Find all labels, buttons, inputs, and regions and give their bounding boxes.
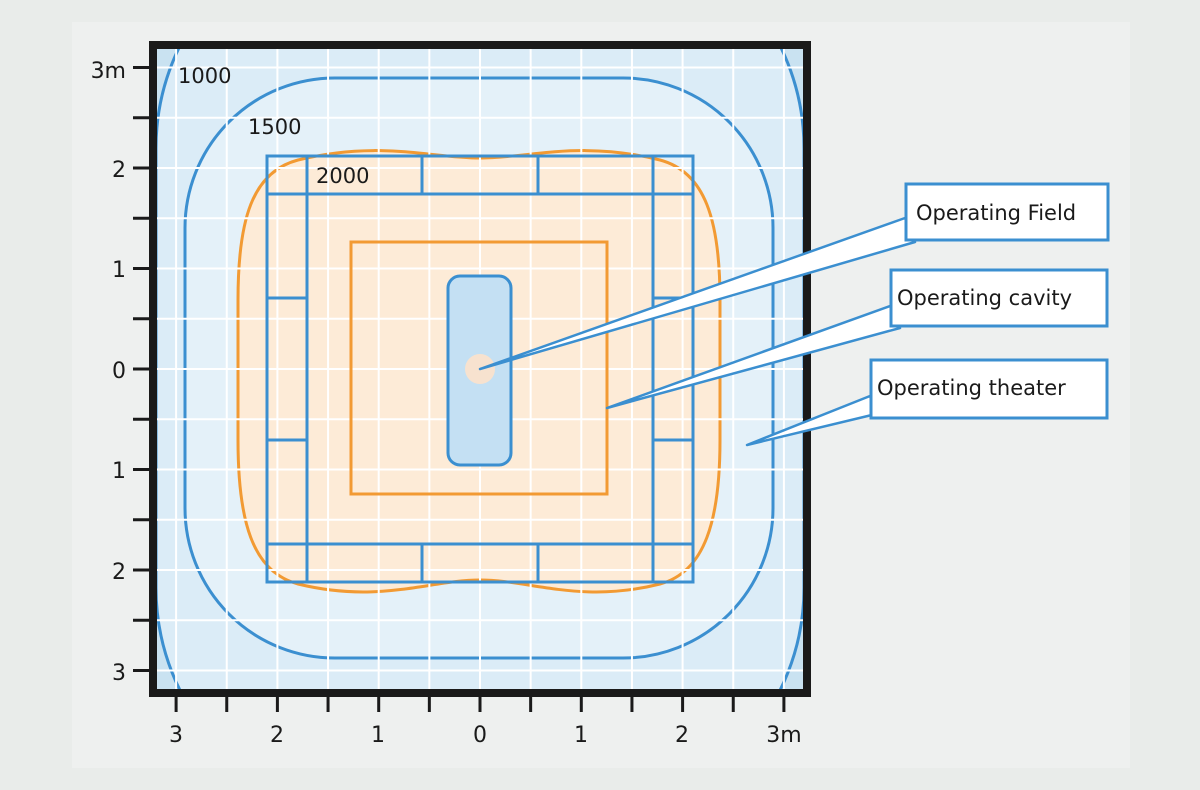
x-tick-label: 0 [473, 723, 487, 748]
callout-box [889, 268, 1109, 328]
callout-box [869, 358, 1109, 420]
callout-operating-theater: Operating theater [869, 358, 1109, 420]
x-tick-label: 3m [766, 723, 801, 748]
callout-label: Operating cavity [897, 286, 1072, 310]
x-tick-label: 1 [371, 723, 385, 748]
x-tick-label: 2 [675, 723, 689, 748]
y-tick-label: 1 [112, 459, 126, 484]
callout-operating-field: Operating Field [904, 182, 1110, 242]
x-tick-label: 2 [270, 723, 284, 748]
y-tick-label: 2 [112, 158, 126, 183]
plot-frame [149, 41, 811, 697]
x-tick-label: 1 [574, 723, 588, 748]
axis-ticks [133, 66, 786, 712]
y-axis: 3m 2 1 0 1 2 3 [91, 59, 126, 686]
y-tick-label: 3m [91, 59, 126, 84]
x-tick-label: 3 [169, 723, 183, 748]
callout-label: Operating Field [916, 201, 1076, 225]
callout-label: Operating theater [877, 376, 1066, 400]
isoline-label-1000: 1000 [178, 64, 231, 88]
y-tick-label: 0 [112, 359, 126, 384]
ceiling-outer-frame [265, 154, 695, 584]
isoline-label-2000: 2000 [316, 164, 369, 188]
y-tick-label: 2 [112, 560, 126, 585]
isoline-label-1500: 1500 [248, 115, 301, 139]
callout-box [904, 182, 1110, 242]
callout-operating-cavity: Operating cavity [889, 268, 1109, 328]
operating-cavity-outline [349, 240, 609, 496]
y-tick-label: 1 [112, 258, 126, 283]
ceiling-panels [265, 154, 695, 584]
x-axis: 3 2 1 0 1 2 3m [169, 723, 802, 748]
y-tick-label: 3 [112, 661, 126, 686]
